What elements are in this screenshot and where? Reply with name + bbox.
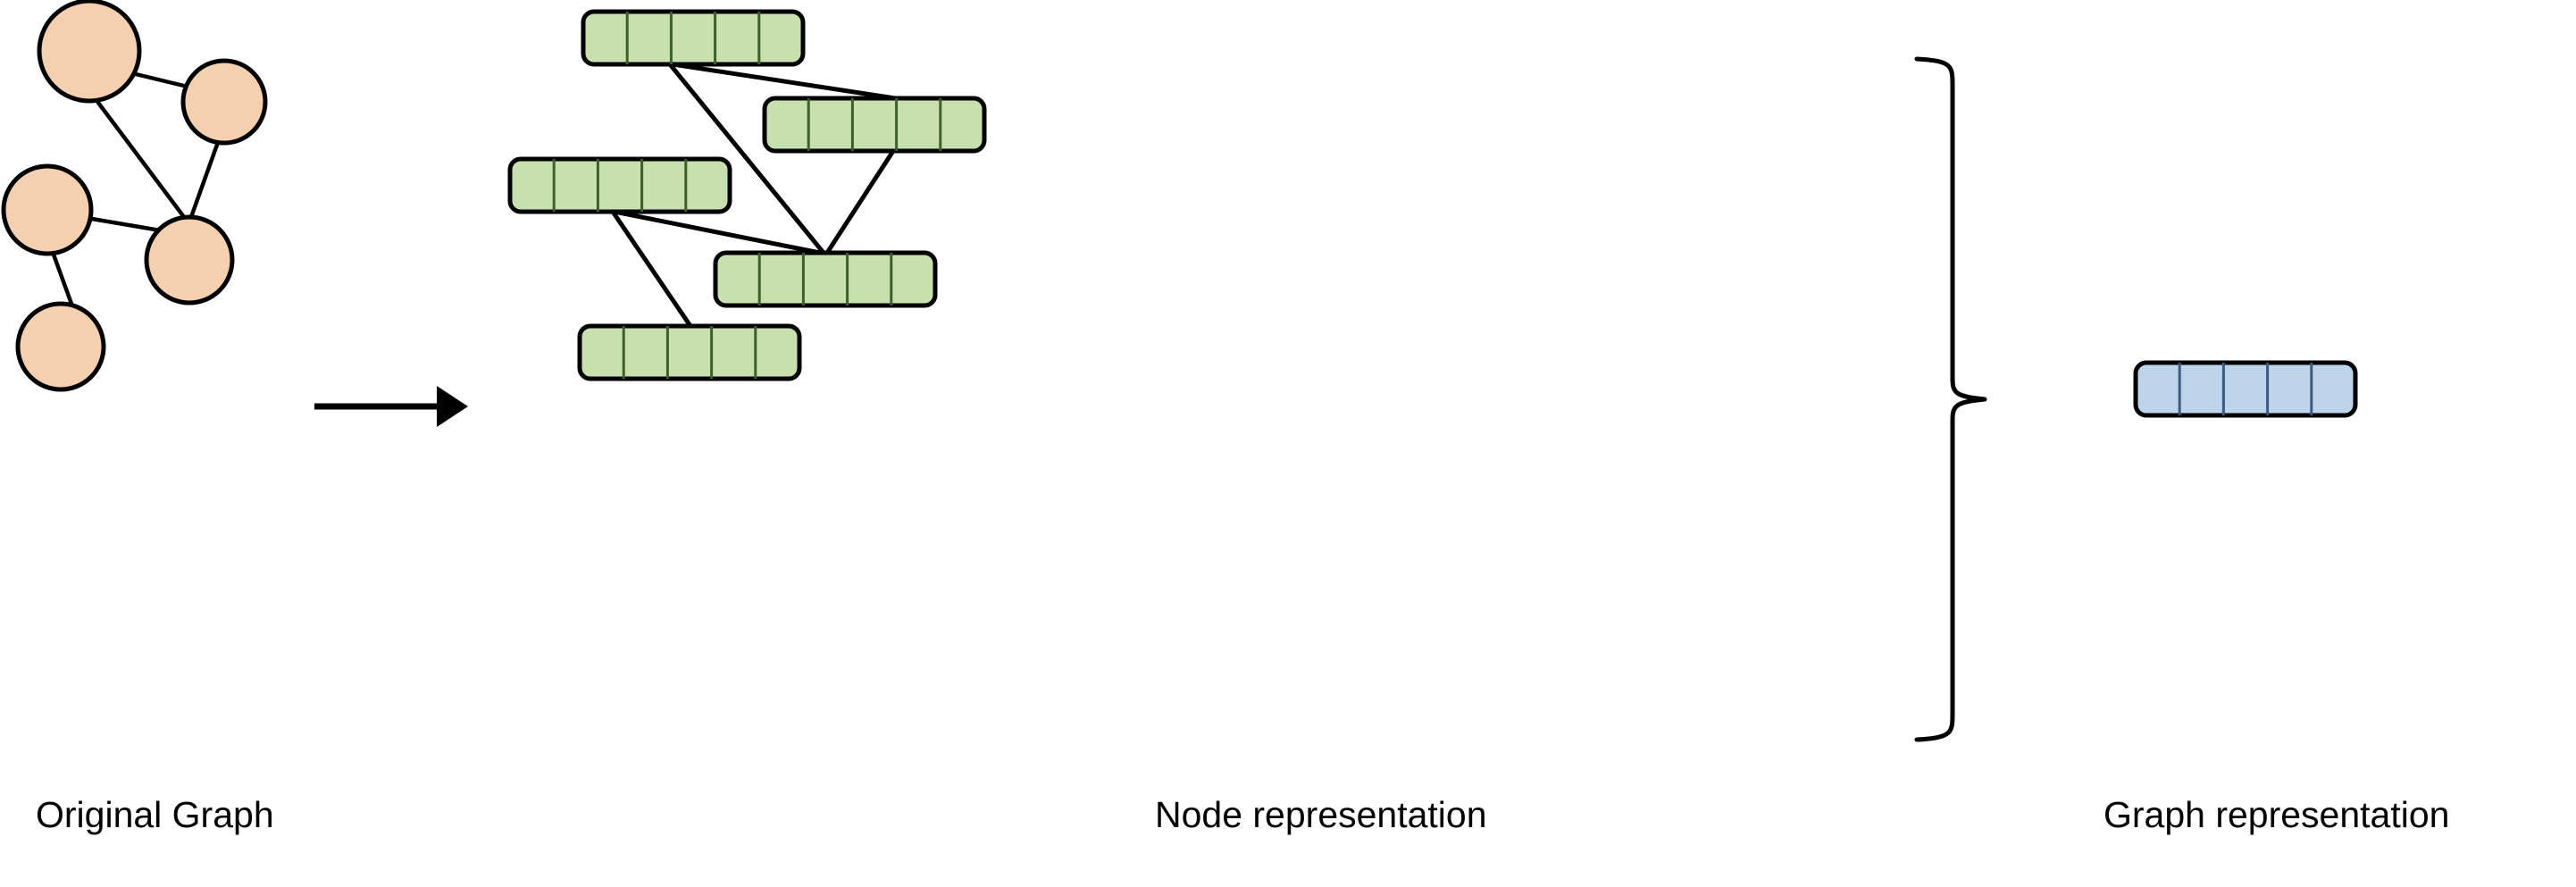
- graph-node-n1[interactable]: [37, 0, 142, 104]
- graph-edge-n1-n2: [133, 71, 190, 89]
- caption-original-graph: Original Graph: [36, 794, 274, 835]
- node-vector-edge-v3-v4: [612, 209, 823, 255]
- node-vector-edges: [610, 62, 898, 329]
- transform-arrow: [314, 386, 468, 427]
- graph-node-n3[interactable]: [1, 163, 94, 256]
- node-vector-edge-v3-v5: [610, 209, 693, 329]
- node-vector-v3[interactable]: [507, 156, 732, 214]
- graph-node-n5[interactable]: [15, 301, 106, 392]
- graph-edge-n3-n5: [51, 252, 74, 306]
- node-vectors: [507, 9, 987, 381]
- node-vector-edge-v1-v2: [670, 62, 898, 101]
- caption-graph-representation: Graph representation: [2103, 794, 2450, 835]
- graph-vector-g1[interactable]: [2133, 360, 2358, 418]
- node-vector-v5[interactable]: [577, 323, 802, 381]
- node-vector-v1[interactable]: [581, 9, 806, 67]
- graph-nodes: [1, 0, 268, 392]
- transform-arrow-head: [437, 386, 468, 427]
- node-vector-v2[interactable]: [762, 96, 987, 154]
- graph-edge-n2-n4: [188, 142, 220, 220]
- node-vector-edge-v2-v4: [824, 148, 896, 255]
- graph-edge-n1-n4: [96, 100, 187, 220]
- graph-node-n2[interactable]: [180, 58, 268, 146]
- caption-node-representation: Node representation: [1155, 794, 1487, 835]
- node-vector-v4[interactable]: [713, 250, 938, 308]
- aggregation-brace: [1914, 56, 1987, 742]
- node-vector-edge-v1-v4: [667, 62, 826, 255]
- graph-node-n4[interactable]: [144, 214, 235, 305]
